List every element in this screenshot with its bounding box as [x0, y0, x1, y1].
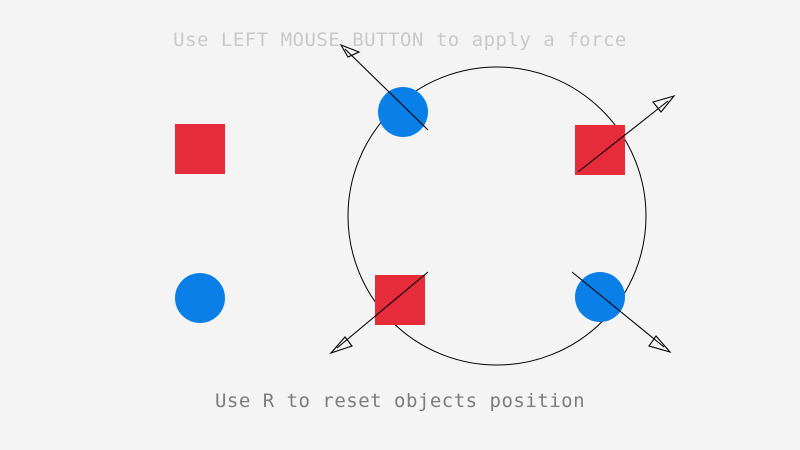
force-vector-circle-bottom-right	[571, 271, 672, 354]
force-vector-circle-top	[339, 43, 429, 131]
hint-apply-force: Use LEFT MOUSE BUTTON to apply a force	[173, 29, 627, 51]
circular-boundary	[347, 66, 647, 366]
blue-circle-top[interactable]	[378, 87, 428, 137]
force-vector-square-bottom	[329, 271, 429, 355]
hint-reset-objects: Use R to reset objects position	[214, 390, 586, 412]
red-square-right[interactable]	[575, 125, 625, 175]
force-vector-square-right	[577, 94, 676, 173]
blue-circle-bottom-right[interactable]	[575, 272, 625, 322]
blue-circle-free-left[interactable]	[175, 273, 225, 323]
red-square-bottom[interactable]	[375, 275, 425, 325]
red-square-free-left[interactable]	[175, 124, 225, 174]
